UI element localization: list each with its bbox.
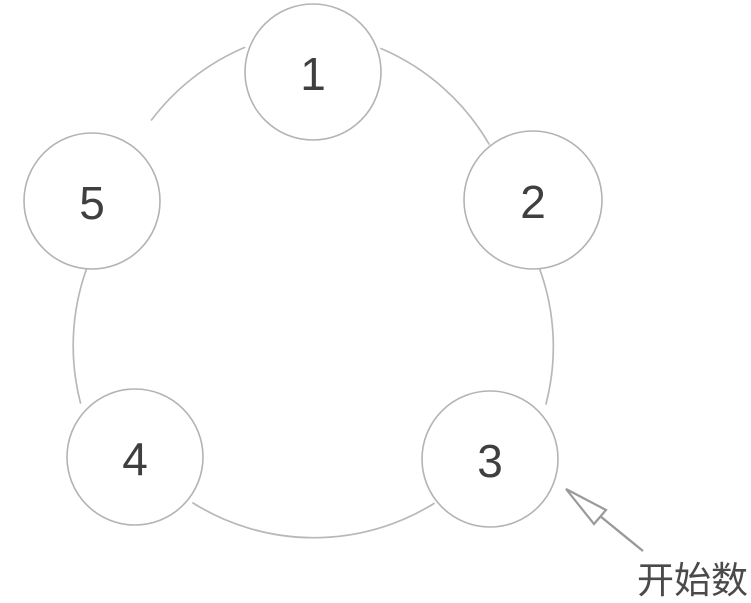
node-1-label: 1 (300, 48, 326, 100)
node-group: 1 2 3 4 5 (23, 3, 603, 528)
edge-1-to-2 (380, 47, 490, 145)
node-2-circle[interactable] (463, 130, 603, 270)
edge-3-to-4 (192, 502, 435, 539)
node-3[interactable]: 3 (421, 390, 559, 528)
node-5[interactable]: 5 (23, 132, 161, 270)
edge-5-to-1 (150, 46, 246, 121)
node-3-circle[interactable] (421, 390, 559, 528)
node-1[interactable]: 1 (244, 3, 382, 141)
annotation-label: 开始数 (637, 559, 748, 602)
node-4-label: 4 (122, 433, 148, 485)
node-1-circle[interactable] (244, 3, 382, 141)
annotation-arrow-head (565, 488, 608, 526)
node-5-circle[interactable] (23, 132, 161, 270)
node-2[interactable]: 2 (463, 130, 603, 270)
node-4[interactable]: 4 (66, 388, 204, 526)
annotation-arrow-shaft (599, 515, 644, 552)
start-annotation: 开始数 (565, 488, 748, 602)
edge-4-to-5 (72, 268, 88, 404)
node-4-circle[interactable] (66, 388, 204, 526)
edge-2-to-3 (538, 267, 555, 405)
node-5-label: 5 (79, 177, 105, 229)
node-3-label: 3 (477, 435, 503, 487)
edge-group (72, 46, 555, 539)
node-2-label: 2 (520, 176, 546, 228)
